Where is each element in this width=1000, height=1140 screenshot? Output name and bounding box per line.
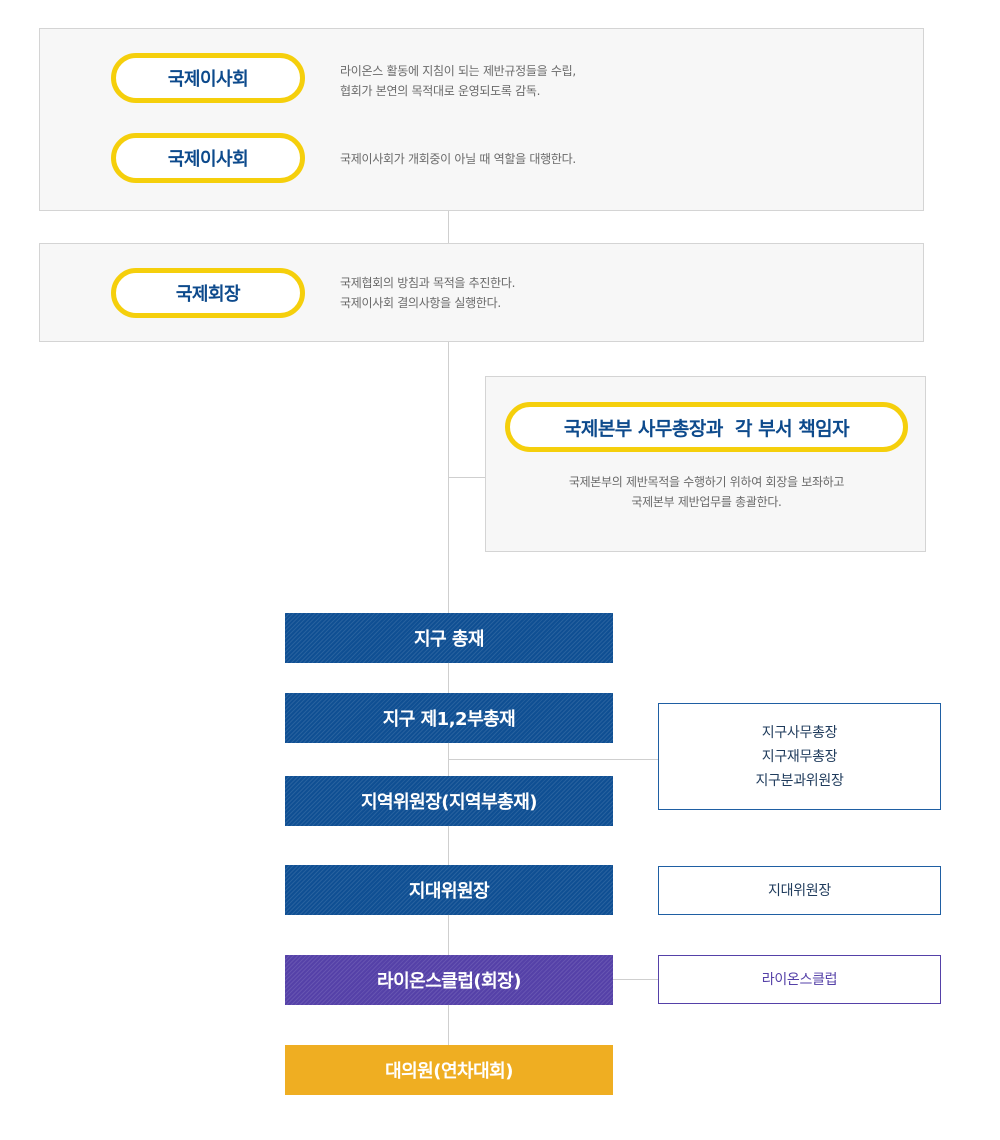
headquarters-pill: 국제본부 사무총장과 각 부서 책임자 [505,402,908,452]
description-line: 국제이사회가 개회중이 아닐 때 역할을 대행한다. [340,152,576,166]
description-line: 국제본부의 제반목적을 수행하기 위하여 회장을 보좌하고 [568,475,845,489]
region-chairperson-label: 지역위원장(지역부총재) [360,792,538,813]
executive-committee-description: 국제이사회가 개회중이 아닐 때 역할을 대행한다. [340,149,576,169]
description-line: 국제이사회 결의사항을 실행한다. [340,296,501,310]
connector-blocks-3 [448,826,449,865]
executive-committee-pill-label: 국제이사회 [167,149,249,170]
connector-blocks-5 [448,1005,449,1045]
connector-to-club [613,979,658,980]
connector-blocks-4 [448,915,449,955]
headquarters-pill-label: 국제본부 사무총장과 각 부서 책임자 [563,417,850,440]
lions-club-box-label: 라이온스클럽 [761,971,838,988]
zone-chair-box-label: 지대위원장 [768,882,831,899]
international-president-description: 국제협회의 방침과 목적을 추진한다. 국제이사회 결의사항을 실행한다. [340,273,515,313]
international-president-pill: 국제회장 [111,268,305,318]
connector-to-district-staff [448,759,658,760]
description-line: 국제본부 제반업무를 총괄한다. [631,495,782,509]
vice-district-governors-label: 지구 제1,2부총재 [382,709,516,730]
description-line: 협회가 본연의 목적대로 운영되도록 감독. [340,84,541,98]
connector-top-to-president [448,210,449,244]
headquarters-description: 국제본부의 제반목적을 수행하기 위하여 회장을 보좌하고 국제본부 제반업무를… [486,472,927,512]
lions-club-president-block: 라이온스클럽(회장) [285,955,613,1005]
zone-chair-box: 지대위원장 [658,866,941,915]
district-staff-item: 지구분과위원장 [755,772,844,789]
delegates-convention-label: 대의원(연차대회) [385,1061,513,1082]
connector-to-hq [448,477,485,478]
district-governor-label: 지구 총재 [413,629,485,650]
vice-district-governors-block: 지구 제1,2부총재 [285,693,613,743]
international-board-pill: 국제이사회 [111,53,305,103]
international-president-panel: 국제회장 국제협회의 방침과 목적을 추진한다. 국제이사회 결의사항을 실행한… [39,243,924,342]
zone-chairperson-label: 지대위원장 [408,881,490,902]
region-chairperson-block: 지역위원장(지역부총재) [285,776,613,826]
district-governor-block: 지구 총재 [285,613,613,663]
delegates-convention-block: 대의원(연차대회) [285,1045,613,1095]
zone-chairperson-block: 지대위원장 [285,865,613,915]
description-line: 라이온스 활동에 지침이 되는 제반규정들을 수립, [340,64,576,78]
district-staff-item: 지구재무총장 [761,748,838,765]
lions-club-box: 라이온스클럽 [658,955,941,1004]
lions-club-president-label: 라이온스클럽(회장) [377,971,521,992]
headquarters-panel: 국제본부 사무총장과 각 부서 책임자 국제본부의 제반목적을 수행하기 위하여… [485,376,926,552]
connector-blocks-1 [448,663,449,693]
international-board-panel: 국제이사회 라이온스 활동에 지침이 되는 제반규정들을 수립, 협회가 본연의… [39,28,924,211]
district-staff-box: 지구사무총장 지구재무총장 지구분과위원장 [658,703,941,810]
international-board-pill-label: 국제이사회 [167,69,249,90]
district-staff-item: 지구사무총장 [761,724,838,741]
description-line: 국제협회의 방침과 목적을 추진한다. [340,276,516,290]
international-president-pill-label: 국제회장 [175,284,241,305]
international-board-description: 라이온스 활동에 지침이 되는 제반규정들을 수립, 협회가 본연의 목적대로 … [340,61,576,101]
executive-committee-pill: 국제이사회 [111,133,305,183]
